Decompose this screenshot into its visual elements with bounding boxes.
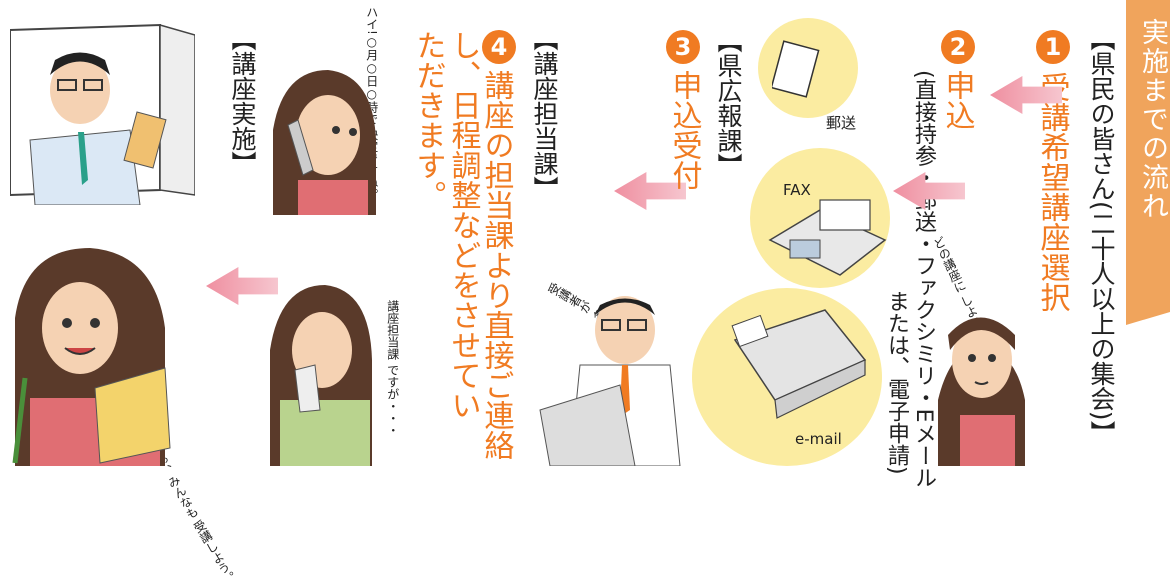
step1-heading: 【県民の皆さん(二十人以上の集会)】 bbox=[1087, 26, 1116, 446]
step4-heading: 【講座担当課】 bbox=[530, 26, 559, 201]
step2-title: 申込 bbox=[939, 70, 975, 130]
step4-title-line1: 講座の担当課より直接ご連絡 bbox=[478, 70, 514, 460]
student-woman-illustration bbox=[12, 248, 171, 466]
step5-heading: 【講座実施】 bbox=[228, 26, 257, 176]
step2-methods-line2: または、電子申請) bbox=[884, 290, 909, 475]
laptop-icon bbox=[731, 309, 867, 419]
step2-number-badge: 2 bbox=[941, 30, 975, 64]
thinking-woman-illustration bbox=[938, 317, 1025, 466]
step1-title: 受講希望講座選択 bbox=[1034, 72, 1070, 312]
step3-heading: 【県広報課】 bbox=[714, 28, 743, 178]
step4-number-badge: 4 bbox=[482, 30, 516, 64]
fax-machine-icon bbox=[768, 199, 887, 276]
email-label: e-mail bbox=[795, 430, 842, 448]
flow-banner bbox=[1126, 0, 1170, 325]
envelope-icon bbox=[772, 40, 820, 98]
mail-label: 郵送 bbox=[826, 114, 857, 132]
step4-caller-bubble: 講座担当課 ですが・・・ bbox=[385, 300, 400, 436]
step4-title-line2: し、日程調整などをさせてい bbox=[445, 30, 481, 420]
step2-methods-line1: (直接持参・郵送・ファクシミリ・Eメール bbox=[911, 70, 936, 489]
step1-number-badge: 1 bbox=[1036, 30, 1070, 64]
lecturer-illustration bbox=[10, 23, 195, 205]
step3-number-badge: 3 bbox=[666, 30, 700, 64]
caller-woman-illustration bbox=[270, 285, 372, 466]
step4-title-line3: ただきます。 bbox=[410, 30, 446, 210]
step3-title: 申込受付 bbox=[666, 70, 702, 190]
fax-label: FAX bbox=[783, 181, 811, 199]
woman-on-phone-illustration bbox=[273, 70, 376, 215]
office-worker-illustration bbox=[539, 296, 681, 466]
banner-title: 実施までの流れ bbox=[1137, 18, 1168, 221]
